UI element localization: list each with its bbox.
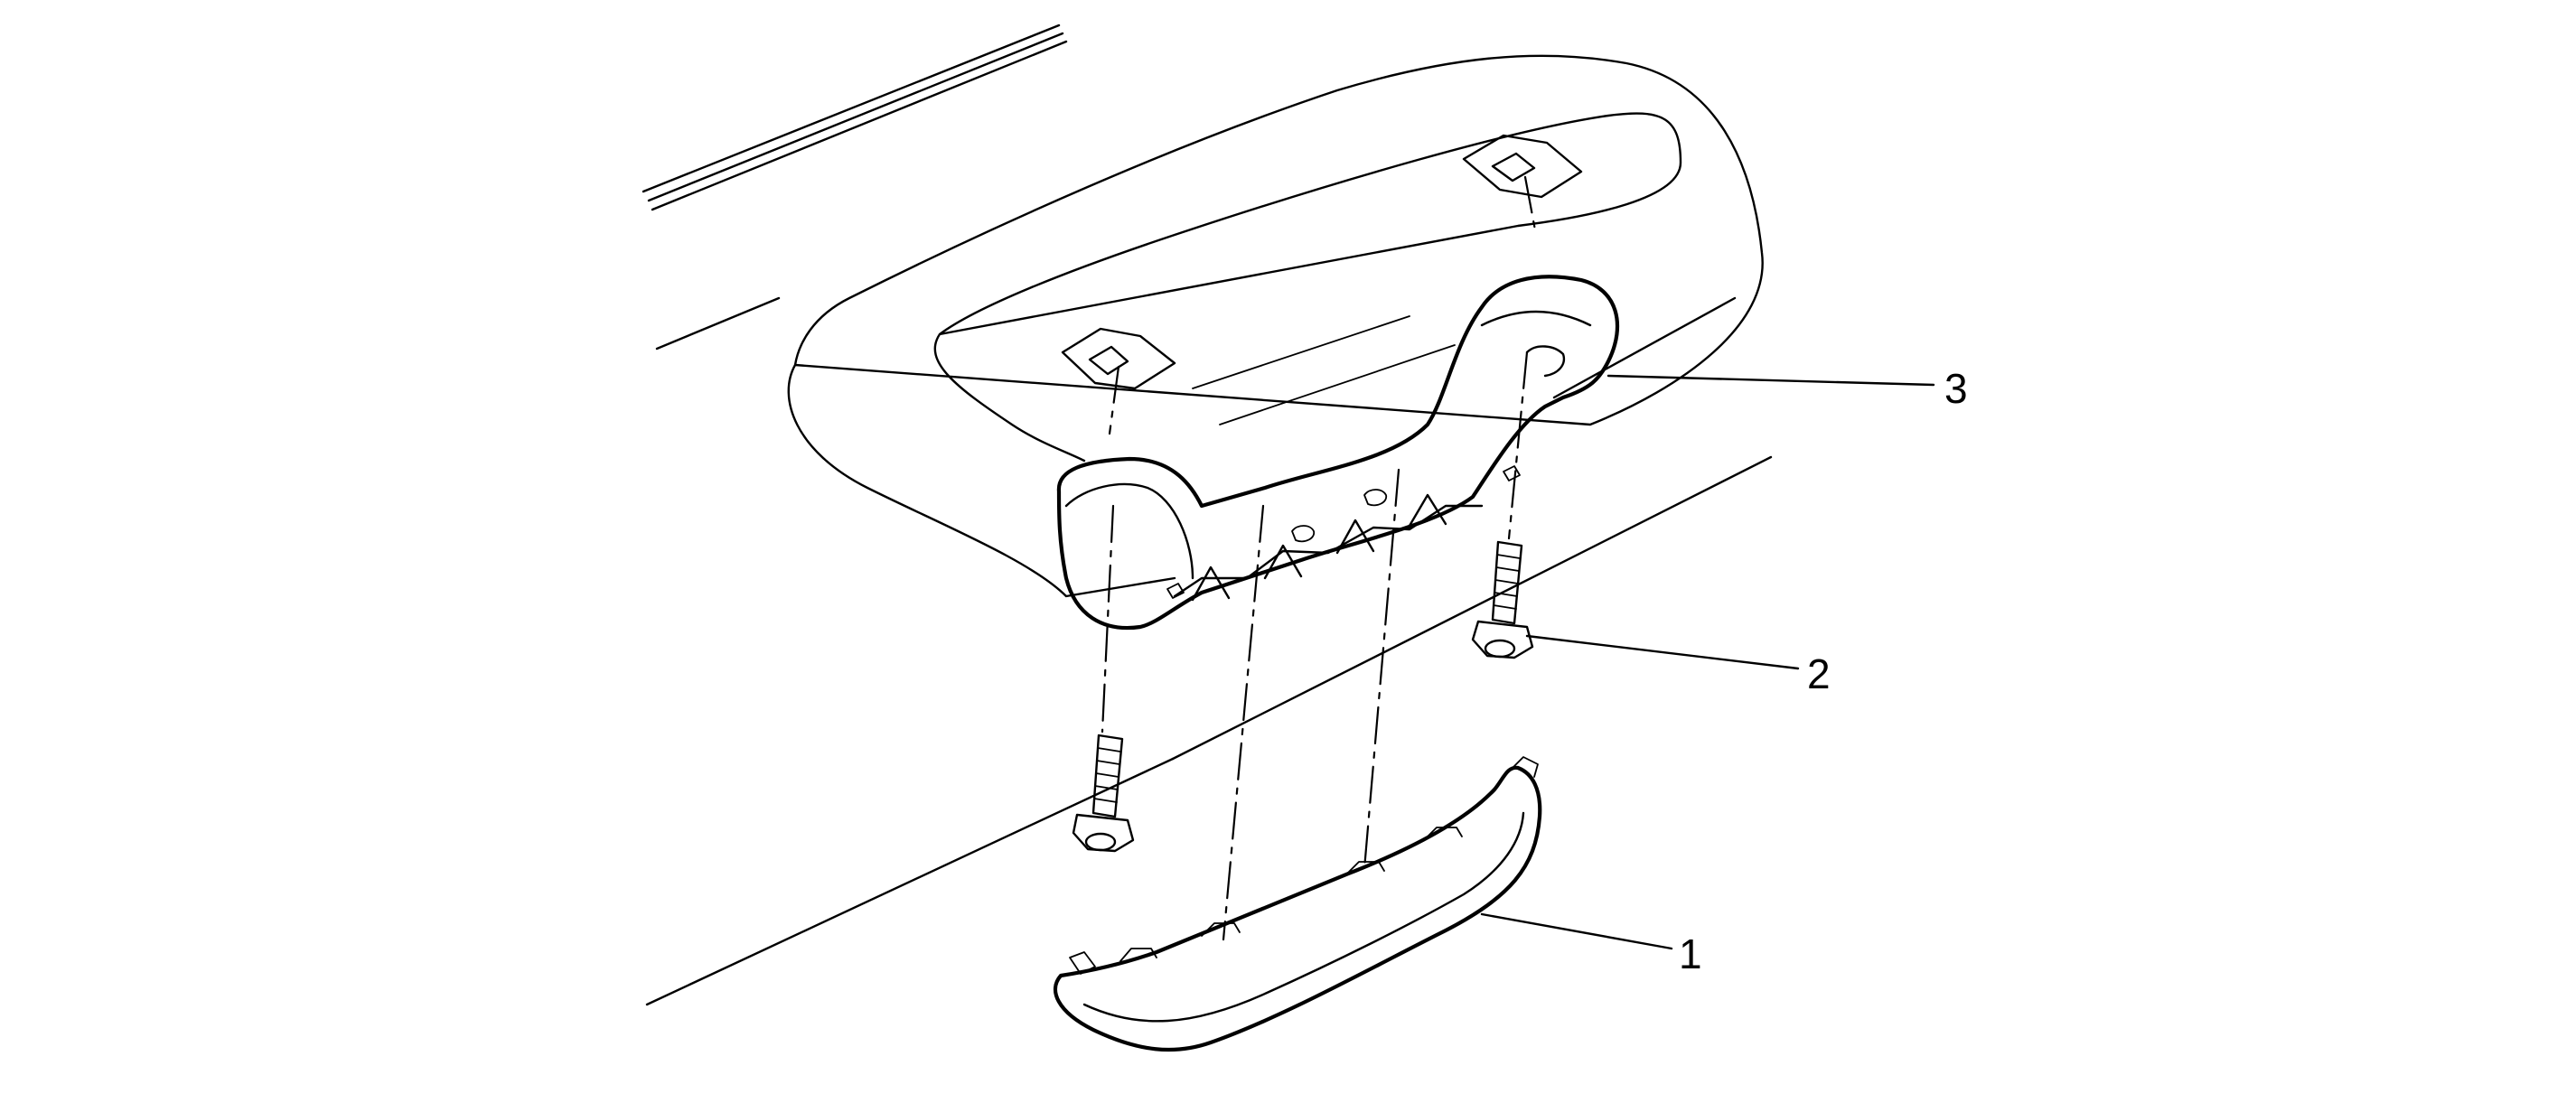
headliner-pocket bbox=[933, 112, 1682, 463]
headliner-outer-outline bbox=[787, 54, 1764, 598]
callout-1: 1 bbox=[1679, 930, 1702, 977]
bolt-right bbox=[1471, 540, 1534, 659]
callout-2: 2 bbox=[1807, 650, 1831, 697]
alignment-lines bbox=[1101, 175, 1538, 941]
leader-lines bbox=[1480, 374, 1935, 950]
mounting-pad-left bbox=[1061, 327, 1176, 390]
roof-panel-lines bbox=[642, 23, 1773, 1006]
bolt-left bbox=[1072, 734, 1135, 853]
mounting-pad-right bbox=[1462, 134, 1583, 199]
assist-handle-base bbox=[1056, 275, 1620, 631]
callout-3: 3 bbox=[1944, 365, 1968, 412]
trim-cover bbox=[1053, 756, 1542, 1052]
pocket-inner-edge bbox=[1192, 315, 1456, 425]
